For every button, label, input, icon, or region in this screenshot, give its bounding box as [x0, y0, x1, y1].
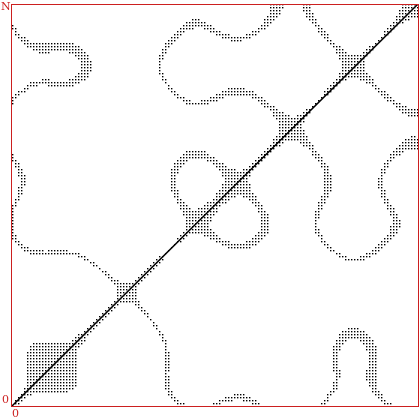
bottom-axis-line [11, 406, 418, 407]
recurrence-pattern [12, 4, 418, 406]
y-axis-max-label: N [1, 0, 11, 13]
top-frame-line [11, 4, 419, 5]
x-axis-origin-label: 0 [12, 407, 19, 420]
left-axis-line [11, 4, 12, 407]
recurrence-plot [12, 4, 418, 406]
right-frame-line [418, 4, 419, 407]
main-diagonal-line [12, 4, 418, 406]
y-axis-origin-label: 0 [2, 393, 9, 406]
